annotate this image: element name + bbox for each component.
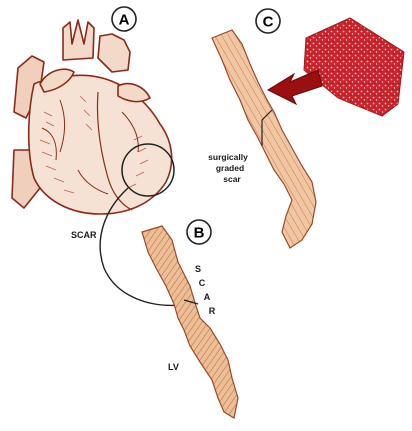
panel-c-letter: C xyxy=(263,14,274,31)
panel-a-marker: A xyxy=(112,7,136,31)
panel-a-letter: A xyxy=(119,12,130,29)
surgical-label-line3: scar xyxy=(223,174,241,184)
surgical-label: surgically graded scar xyxy=(208,152,248,184)
lv-label: LV xyxy=(168,362,179,372)
graft-patch xyxy=(304,18,404,116)
arrow-icon xyxy=(268,70,322,104)
scar-letter-s: S xyxy=(195,264,201,274)
scar-letter-c: C xyxy=(199,278,206,288)
panel-b-marker: B xyxy=(187,220,211,244)
scar-letter-r: R xyxy=(209,306,216,316)
wall-section-b xyxy=(142,226,238,418)
scar-label-left: SCAR xyxy=(71,230,97,240)
wall-section-c xyxy=(212,30,316,248)
panel-b-letter: B xyxy=(194,225,205,242)
heart-illustration xyxy=(12,20,172,214)
surgical-label-line2: graded xyxy=(216,163,244,173)
scar-letter-a: A xyxy=(204,292,211,302)
panel-c-marker: C xyxy=(256,9,280,33)
scar-label-vertical: S C A R xyxy=(195,264,216,316)
surgical-label-line1: surgically xyxy=(208,152,248,162)
